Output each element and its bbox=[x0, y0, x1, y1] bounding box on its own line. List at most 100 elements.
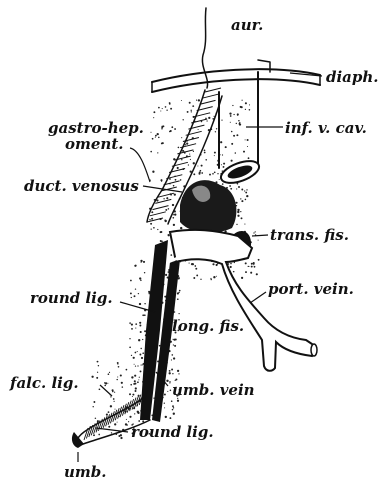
stipple-dot bbox=[245, 192, 247, 194]
stipple-dot bbox=[249, 104, 250, 105]
stipple-dot bbox=[114, 401, 115, 402]
stipple-dot bbox=[246, 195, 248, 197]
stipple-dot bbox=[139, 354, 141, 356]
stipple-dot bbox=[238, 186, 240, 188]
stipple-dot bbox=[139, 325, 141, 327]
stipple-dot bbox=[171, 359, 172, 360]
stipple-dot bbox=[113, 398, 115, 400]
stipple-dot bbox=[166, 380, 168, 382]
omentum-hatch bbox=[183, 138, 199, 142]
label-round-lig-upper: round lig. bbox=[30, 289, 113, 307]
stipple-dot bbox=[153, 111, 155, 113]
stipple-dot bbox=[195, 268, 197, 270]
stipple-dot bbox=[230, 122, 231, 123]
stipple-dot bbox=[137, 381, 139, 383]
stipple-dot bbox=[117, 376, 118, 377]
stipple-dot bbox=[188, 164, 189, 165]
stipple-dot bbox=[174, 193, 176, 195]
stipple-dot bbox=[107, 383, 108, 384]
stipple-dot bbox=[138, 339, 140, 341]
stipple-dot bbox=[172, 339, 173, 340]
stipple-dot bbox=[173, 413, 175, 415]
stipple-dot bbox=[175, 179, 177, 181]
stipple-dot bbox=[98, 365, 99, 366]
stipple-dot bbox=[158, 107, 160, 109]
stipple-dot bbox=[251, 266, 253, 268]
stipple-dot bbox=[198, 173, 200, 175]
stipple-dot bbox=[152, 138, 154, 140]
stipple-dot bbox=[131, 297, 132, 298]
stipple-dot bbox=[214, 152, 216, 154]
stipple-dot bbox=[175, 339, 177, 341]
stipple-dot bbox=[155, 137, 156, 138]
stipple-dot bbox=[185, 144, 186, 145]
stipple-dot bbox=[134, 364, 135, 365]
stipple-dot bbox=[245, 102, 247, 104]
stipple-dot bbox=[190, 110, 191, 111]
stipple-dot bbox=[196, 274, 198, 276]
stipple-dot bbox=[253, 232, 254, 233]
stipple-dot bbox=[211, 279, 212, 280]
stipple-dot bbox=[233, 114, 234, 115]
stipple-dot bbox=[129, 393, 131, 395]
falciform-hatch bbox=[108, 413, 112, 425]
stipple-dot bbox=[152, 171, 154, 173]
stipple-dot bbox=[190, 159, 191, 160]
stipple-dot bbox=[214, 171, 216, 173]
stipple-dot bbox=[221, 164, 222, 165]
stipple-dot bbox=[179, 290, 181, 292]
stipple-dot bbox=[153, 227, 155, 229]
stipple-dot bbox=[110, 396, 111, 397]
stipple-dot bbox=[204, 149, 206, 151]
stipple-dot bbox=[161, 240, 163, 242]
stipple-dot bbox=[217, 173, 218, 174]
stipple-dot bbox=[140, 370, 142, 372]
stipple-dot bbox=[161, 126, 163, 128]
stipple-dot bbox=[193, 151, 194, 152]
stipple-dot bbox=[230, 115, 232, 117]
stipple-dot bbox=[204, 152, 206, 154]
stipple-dot bbox=[112, 391, 114, 393]
stipple-dot bbox=[114, 423, 116, 425]
stipple-dot bbox=[135, 352, 137, 354]
stipple-dot bbox=[137, 351, 138, 352]
stipple-dot bbox=[178, 147, 180, 149]
label-falc-lig: falc. lig. bbox=[9, 374, 79, 392]
stipple-dot bbox=[97, 372, 98, 373]
stipple-dot bbox=[212, 173, 214, 175]
stipple-dot bbox=[225, 146, 227, 148]
stipple-dot bbox=[125, 423, 127, 425]
stipple-dot bbox=[241, 106, 243, 108]
stipple-dot bbox=[241, 189, 243, 191]
stipple-dot bbox=[148, 291, 150, 293]
stipple-dot bbox=[233, 135, 235, 137]
stipple-dot bbox=[212, 263, 214, 265]
stipple-dot bbox=[135, 387, 137, 389]
stipple-dot bbox=[198, 99, 200, 101]
stipple-dot bbox=[168, 208, 169, 209]
stipple-dot bbox=[219, 179, 220, 180]
stipple-dot bbox=[139, 277, 141, 279]
stipple-dot bbox=[178, 277, 180, 279]
stipple-dot bbox=[205, 159, 207, 161]
stipple-dot bbox=[120, 374, 122, 376]
stipple-dot bbox=[166, 197, 168, 199]
stipple-dot bbox=[243, 151, 245, 153]
stipple-dot bbox=[142, 339, 143, 340]
stipple-dot bbox=[208, 117, 210, 119]
stipple-dot bbox=[174, 213, 176, 215]
stipple-dot bbox=[191, 111, 192, 112]
stipple-dot bbox=[104, 382, 106, 384]
stipple-dot bbox=[230, 263, 231, 264]
stipple-dot bbox=[237, 114, 238, 115]
label-long-fis: long. fis. bbox=[172, 317, 244, 335]
stipple-dot bbox=[93, 401, 95, 403]
stipple-dot bbox=[236, 188, 237, 189]
stipple-dot bbox=[241, 277, 243, 279]
stipple-dot bbox=[157, 133, 159, 135]
stipple-dot bbox=[129, 338, 130, 339]
stipple-dot bbox=[150, 132, 151, 133]
stipple-dot bbox=[169, 370, 171, 372]
stipple-dot bbox=[171, 354, 173, 356]
